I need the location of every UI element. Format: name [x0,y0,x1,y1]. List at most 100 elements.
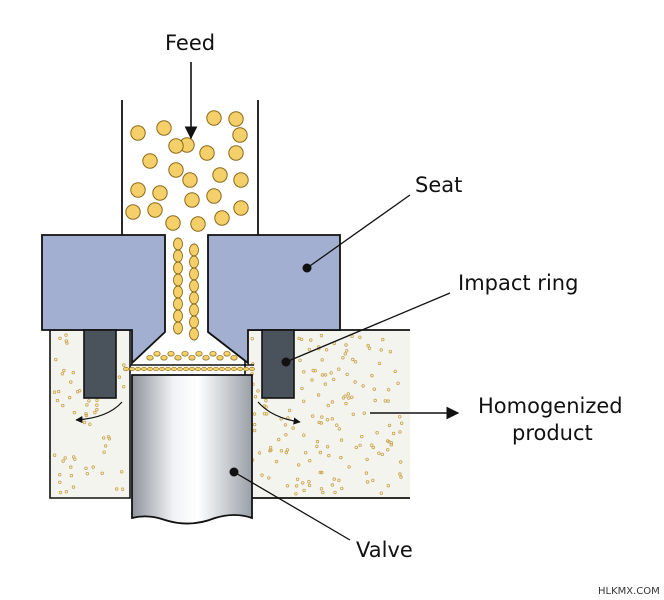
gap-particle [153,366,159,372]
speckle [84,413,89,418]
gap-particle [195,366,201,372]
gap-particle [167,350,175,357]
gap-particle [189,267,199,281]
valve-leader-line [233,471,351,541]
gap-particle [160,354,168,361]
gap-particle [181,350,189,357]
speckle [358,443,362,447]
speckle [82,420,87,425]
speckle [371,478,375,483]
speckle [326,403,330,408]
speckle [335,423,339,427]
speckle [58,480,62,484]
impact-ring-leader-line [285,292,451,363]
speckle [320,373,325,377]
feed-particle [184,192,200,208]
gap-particle [201,366,207,372]
speckle [67,395,72,400]
speckle [340,486,344,491]
gap-particle [225,366,231,372]
gap-particle [173,297,183,311]
feed-particle [228,145,244,161]
feed-particle [232,127,248,143]
speckle [250,337,254,341]
speckle [391,431,396,436]
gap-particle [189,279,199,293]
speckle [377,361,382,366]
speckle [386,484,391,488]
gap-particle [202,354,210,361]
speckle [333,490,337,495]
speckle [320,470,324,475]
seat-leader-dot [302,263,312,273]
gap-particle [153,350,161,357]
speckle [61,403,65,408]
label-feed: Feed [165,31,215,55]
speckle [325,445,330,449]
speckle [396,381,400,385]
gap-particle [189,327,199,341]
speckle [85,472,89,476]
speckle [389,443,393,447]
speckle [61,459,65,463]
speckle [386,439,390,443]
speckle [84,412,88,416]
gap-particle [195,350,203,357]
speckle [360,434,364,439]
speckle [388,350,393,354]
speckle [95,398,99,402]
speckle [343,352,347,356]
speckle [267,476,271,480]
speckle [274,459,279,464]
speckle [316,393,321,397]
gap-particle [189,303,199,317]
speckle [52,453,57,457]
label-valve: Valve [356,538,413,562]
speckle [398,430,402,434]
speckle [318,470,322,475]
speckle [284,433,288,437]
speckle [339,438,344,442]
speckle [252,422,257,427]
speckle [120,487,125,491]
speckle [103,444,108,448]
speckle [100,471,104,475]
speckle [95,403,99,407]
gap-particle [147,366,153,372]
speckle [383,399,387,403]
speckle [387,423,392,428]
speckle [284,450,288,455]
gap-particle [189,315,199,329]
speckle [71,370,75,375]
speckle [367,346,372,350]
speckle [279,449,284,453]
speckle [346,392,351,396]
speckle [337,367,341,371]
speckle [302,488,306,493]
gap-particle [177,366,183,372]
speckle [318,450,323,455]
gap-particle [173,285,183,299]
speckle [106,435,111,439]
feed-particle [130,125,146,141]
speckle [257,451,262,455]
label-homogenized: Homogenized [478,394,623,418]
feed-particle [228,111,244,127]
speckle [325,418,330,422]
gap-particle [216,354,224,361]
speckle [294,484,299,488]
speckle [297,463,301,467]
gap-particle [129,366,135,372]
speckle [85,403,89,407]
speckle [62,368,66,373]
speckle [268,446,273,450]
gap-particle [189,243,199,257]
speckle [350,334,354,338]
speckle [95,407,99,412]
gap-particle [207,366,213,372]
speckle [119,470,124,474]
speckle [60,372,65,376]
speckle [69,473,74,478]
speckle [307,483,312,488]
feed-particle [182,172,198,188]
